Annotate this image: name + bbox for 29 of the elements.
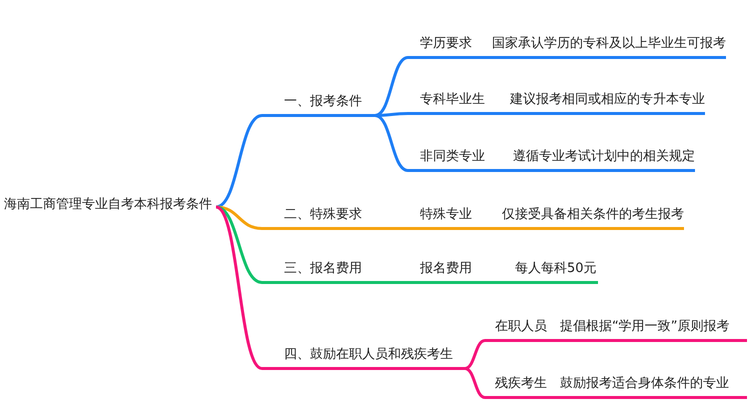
connector-line [464, 339, 486, 370]
topic-value-label: 提倡根据“学用一致”原则报考 [560, 318, 730, 336]
topic-key-label: 报名费用 [420, 260, 473, 278]
topic-key-label: 专科毕业生 [420, 91, 486, 109]
topic-value-label: 鼓励报考适合身体条件的专业 [560, 375, 729, 393]
topic-key-label: 特殊专业 [420, 206, 473, 224]
topic-value-label: 仅接受具备相关条件的考生报考 [502, 206, 684, 224]
topic-value-label: 遵循专业考试计划中的相关规定 [513, 148, 695, 166]
topic-key-label: 学历要求 [420, 35, 473, 53]
topic-value-label: 国家承认学历的专科及以上毕业生可报考 [492, 35, 726, 53]
topic-key-label: 非同类专业 [420, 148, 486, 166]
connector-line [395, 227, 408, 230]
topic-value-label: 每人每科50元 [515, 260, 597, 278]
root-topic-label: 海南工商管理专业自考本科报考条件 [4, 196, 212, 214]
connector-line [216, 206, 262, 284]
topic-key-label: 残疾考生 [495, 375, 548, 393]
connector-line [395, 281, 408, 284]
branch-topic-label: 一、报考条件 [284, 93, 362, 111]
connector-line [215, 206, 263, 370]
branch-topic-label: 二、特殊要求 [284, 206, 362, 224]
connector-line [464, 367, 486, 399]
connector-line [216, 114, 262, 208]
branch-topic-label: 三、报名费用 [284, 260, 362, 278]
connector-line [374, 114, 408, 172]
branch-topic-label: 四、鼓励在职人员和残疾考生 [284, 346, 453, 364]
connector-line [374, 56, 408, 117]
topic-key-label: 在职人员 [495, 318, 548, 336]
connector-line [216, 206, 262, 230]
topic-value-label: 建议报考相同或相应的专升本专业 [510, 91, 705, 109]
